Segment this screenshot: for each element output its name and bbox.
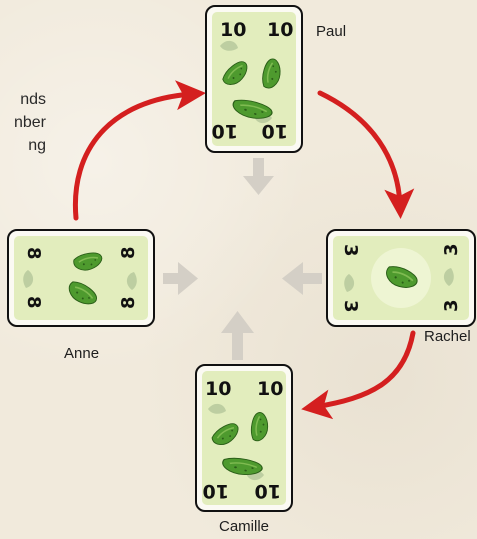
card-value-top-left: 10 — [205, 378, 231, 400]
center-arrow-icon-from-top — [243, 158, 274, 195]
center-arrow-icon-from-right — [282, 262, 322, 295]
card-value-left-top: 3 — [340, 244, 361, 257]
card-value-right-bottom: 3 — [441, 299, 462, 312]
card-value-right-bottom: 8 — [118, 296, 139, 309]
card-value-bottom-left: 10 — [203, 480, 229, 502]
player-card-camille[interactable]: 10 10 10 10 — [196, 365, 292, 511]
player-card-rachel[interactable]: 3 3 3 3 — [327, 230, 475, 326]
card-value-left-bottom: 8 — [23, 296, 44, 309]
center-arrows — [163, 158, 322, 360]
player-name-camille: Camille — [219, 518, 269, 535]
pass-arrow-icon-rachel-to-camille — [315, 333, 413, 407]
player-card-paul[interactable]: 10 10 10 10 — [206, 6, 302, 152]
card-value-bottom-right: 10 — [255, 480, 281, 502]
center-arrow-icon-from-bottom — [221, 311, 254, 360]
player-name-rachel: Rachel — [424, 328, 471, 345]
card-value-left-bottom: 3 — [340, 300, 361, 313]
player-card-anne[interactable]: 8 8 8 8 — [8, 230, 154, 326]
player-name-paul: Paul — [316, 23, 346, 40]
card-value-top-right: 10 — [257, 378, 283, 400]
card-value-left-top: 8 — [23, 247, 44, 260]
card-value-right-top: 3 — [441, 243, 462, 256]
center-arrow-icon-from-left — [163, 262, 198, 295]
card-value-bottom-left: 10 — [212, 120, 238, 142]
card-value-top-left: 10 — [220, 19, 246, 41]
card-value-bottom-right: 10 — [262, 120, 288, 142]
pass-arrow-icon-anne-to-paul — [75, 94, 192, 218]
pass-arrow-icon-paul-to-rachel — [320, 93, 400, 205]
player-name-anne: Anne — [64, 345, 99, 362]
card-value-right-top: 8 — [118, 246, 139, 259]
card-value-top-right: 10 — [267, 19, 293, 41]
